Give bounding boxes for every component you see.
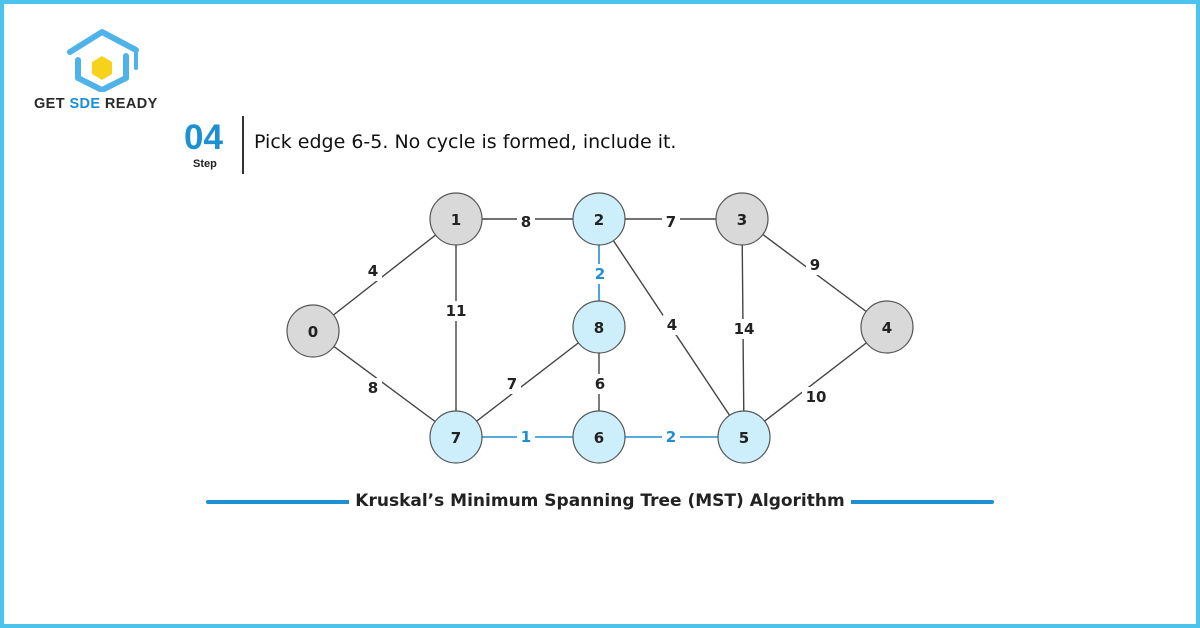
brand-accent: SDE xyxy=(69,96,101,112)
brand-name: GET SDE READY xyxy=(34,96,158,112)
node-6 xyxy=(572,410,626,464)
edge-weight-4-5: 10 xyxy=(806,388,827,406)
node-label-5: 5 xyxy=(739,429,749,447)
edge-0-1 xyxy=(312,218,457,332)
edge-weight-6-8: 6 xyxy=(595,375,605,393)
node-1 xyxy=(429,192,483,246)
node-label-7: 7 xyxy=(451,429,461,447)
edge-weight-3-4: 9 xyxy=(810,256,820,274)
step-divider xyxy=(242,116,244,174)
edge-label-background xyxy=(802,387,830,407)
node-8 xyxy=(572,300,626,354)
brand-prefix: GET xyxy=(34,96,70,112)
graph-nodes: 0 1 2 3 4 5 6 7 8 xyxy=(286,192,914,464)
edge-label-background xyxy=(663,315,681,335)
edge-weight-7-8: 7 xyxy=(507,375,517,393)
edge-label-background xyxy=(591,374,609,394)
node-4 xyxy=(860,300,914,354)
edge-weight-1-2: 8 xyxy=(521,213,531,231)
edge-label-background xyxy=(442,301,470,321)
node-3 xyxy=(715,192,769,246)
node-0 xyxy=(286,304,340,358)
edge-weight-3-5: 14 xyxy=(734,320,755,338)
edge-label-background xyxy=(517,427,535,447)
node-label-1: 1 xyxy=(451,211,461,229)
node-7 xyxy=(429,410,483,464)
node-label-2: 2 xyxy=(594,211,604,229)
node-label-0: 0 xyxy=(308,323,318,341)
edge-weight-1-7: 11 xyxy=(446,302,467,320)
edge-weight-2-8: 2 xyxy=(595,265,605,283)
node-label-3: 3 xyxy=(737,211,747,229)
edge-weight-2-5: 4 xyxy=(667,316,677,334)
step-label: Step xyxy=(193,158,217,170)
edge-label-background xyxy=(662,212,680,232)
edge-7-8 xyxy=(455,326,600,438)
edge-label-background xyxy=(591,264,609,284)
node-label-4: 4 xyxy=(882,319,892,337)
edge-weight-0-7: 8 xyxy=(368,379,378,397)
footer-title-text: Kruskal’s Minimum Spanning Tree (MST) Al… xyxy=(349,491,851,511)
graph-edge-labels: 4 8 8 11 7 2 4 9 14 10 2 1 6 7 xyxy=(364,212,830,447)
edge-label-background xyxy=(364,378,382,398)
edge-0-7 xyxy=(312,330,457,438)
graduation-cap-hexagon-icon xyxy=(67,29,139,92)
edge-weight-6-7: 1 xyxy=(521,428,531,446)
brand-logo: GET SDE READY xyxy=(34,28,174,118)
edge-label-background xyxy=(806,255,824,275)
edge-weight-0-1: 4 xyxy=(368,262,378,280)
edge-label-background xyxy=(503,374,521,394)
edge-weight-2-3: 7 xyxy=(666,213,676,231)
footer-rule-left xyxy=(206,500,366,504)
edge-label-background xyxy=(662,427,680,447)
edge-label-background xyxy=(730,319,758,339)
step-number: 04 xyxy=(184,118,223,157)
edge-label-background xyxy=(517,212,535,232)
node-5 xyxy=(717,410,771,464)
edge-4-5 xyxy=(743,326,888,438)
node-label-8: 8 xyxy=(594,319,604,337)
footer-rule-right xyxy=(834,500,994,504)
brand-suffix: READY xyxy=(100,96,158,112)
step-description: Pick edge 6-5. No cycle is formed, inclu… xyxy=(254,131,677,153)
edge-weight-5-6: 2 xyxy=(666,428,676,446)
footer-title: Kruskal’s Minimum Spanning Tree (MST) Al… xyxy=(0,491,1200,511)
node-2 xyxy=(572,192,626,246)
edge-label-background xyxy=(364,261,382,281)
node-label-6: 6 xyxy=(594,429,604,447)
